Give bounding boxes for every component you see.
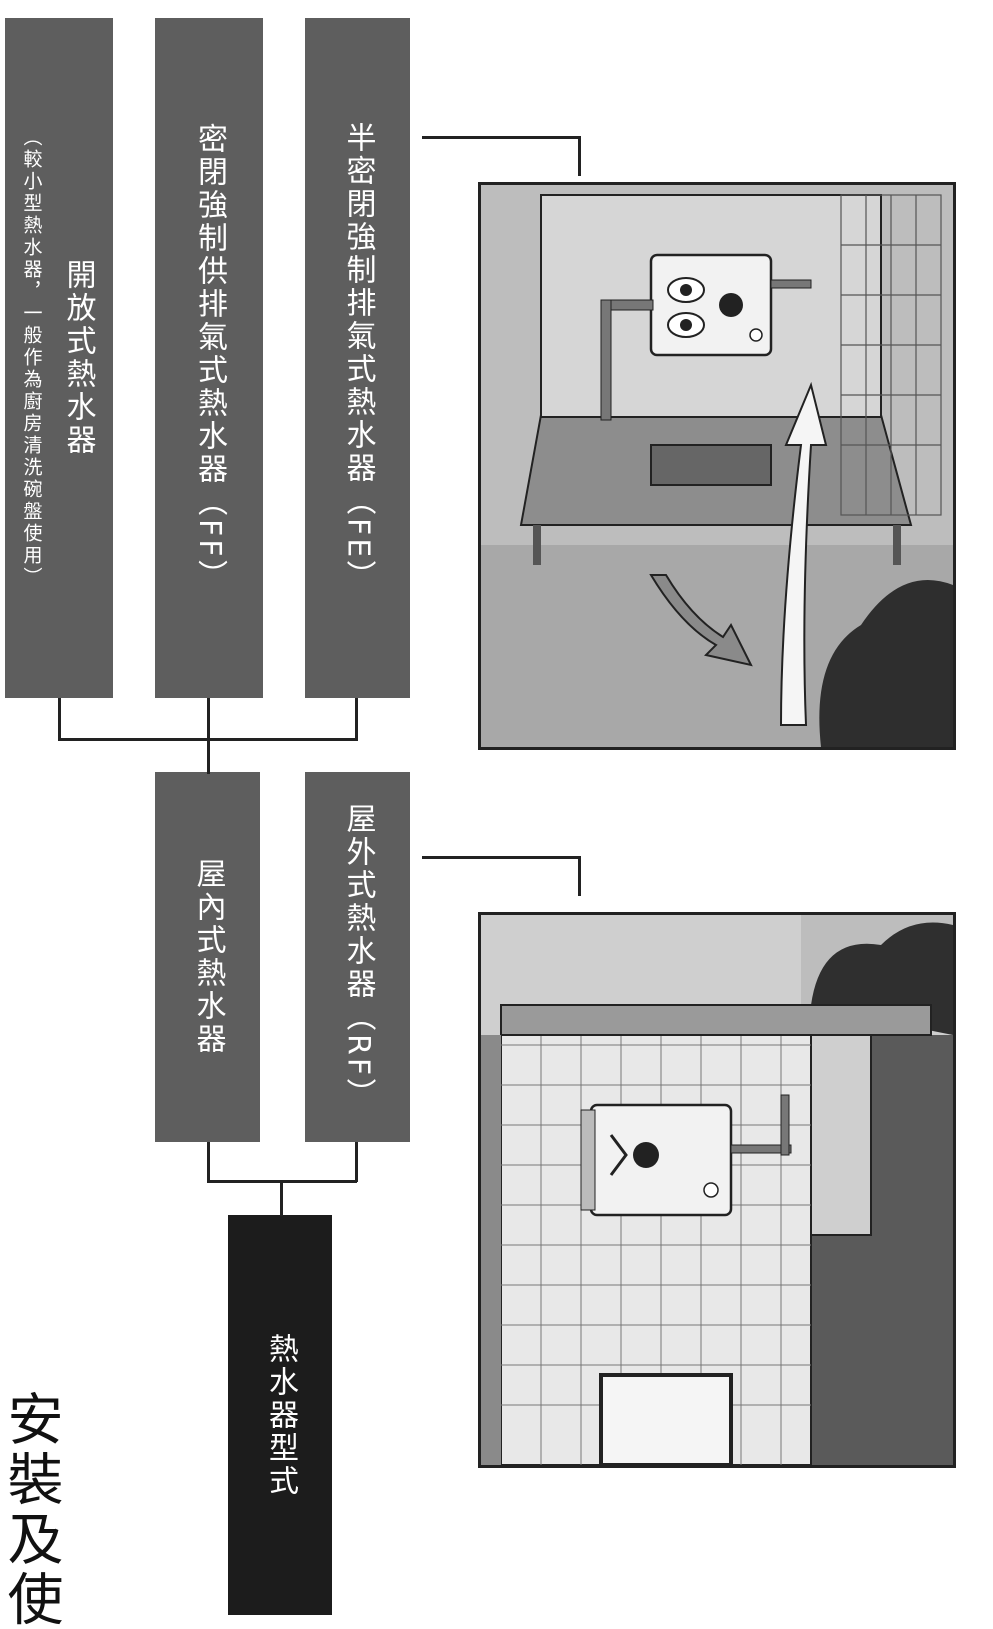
tile-wall: [840, 194, 942, 516]
indoor-type-label: 屋內式熱水器: [190, 858, 226, 1056]
connector-fe-drop: [355, 698, 358, 740]
pointer-rf-horizontal: [422, 856, 580, 859]
connector-open-drop: [58, 698, 61, 740]
fe-type-label: 半密閉強制排氣式熱水器（FE）: [340, 122, 376, 594]
connector-root-bar: [207, 1180, 357, 1183]
ff-type-label: 密閉強制供排氣式熱水器（FF）: [192, 123, 227, 593]
pointer-fe-horizontal: [422, 136, 580, 139]
rf-heater-illustration: [478, 912, 956, 1468]
water-heater-unit: [580, 1094, 792, 1217]
water-heater-unit: [600, 253, 812, 421]
open-type-label: 開放式熱水器: [60, 259, 96, 457]
open-type-box: 開放式熱水器 （較小型熱水器，一般作為廚房清洗碗盤使用）: [5, 18, 113, 698]
root-type-label: 熱水器型式: [263, 1332, 298, 1498]
connector-ff-drop: [207, 698, 210, 740]
connector-root-stem: [280, 1180, 283, 1216]
fe-heater-illustration: [478, 182, 956, 750]
page-heading-text: 安裝及使用: [0, 1390, 62, 1629]
root-type-box: 熱水器型式: [228, 1215, 332, 1615]
pointer-rf-vertical: [578, 856, 581, 896]
fe-type-box: 半密閉強制排氣式熱水器（FE）: [305, 18, 410, 698]
outdoor-type-label: 屋外式熱水器（RF）: [340, 802, 376, 1112]
outdoor-type-box: 屋外式熱水器（RF）: [305, 772, 410, 1142]
pointer-fe-vertical: [578, 136, 581, 176]
connector-indoor-stem: [207, 738, 210, 774]
indoor-type-box: 屋內式熱水器: [155, 772, 260, 1142]
airflow-arrow-up: [779, 381, 828, 726]
fe-scene-svg: [481, 185, 953, 747]
tree-shape: [819, 580, 953, 747]
page-heading: 安裝及使用: [0, 1390, 62, 1629]
ff-type-box: 密閉強制供排氣式熱水器（FF）: [155, 18, 263, 698]
exhaust-arrow: [649, 574, 753, 667]
rf-scene-svg: [481, 915, 953, 1465]
connector-outdoor-drop: [355, 1142, 358, 1182]
open-type-note: （較小型熱水器，一般作為廚房清洗碗盤使用）: [20, 127, 43, 589]
connector-indoor-drop: [207, 1142, 210, 1182]
